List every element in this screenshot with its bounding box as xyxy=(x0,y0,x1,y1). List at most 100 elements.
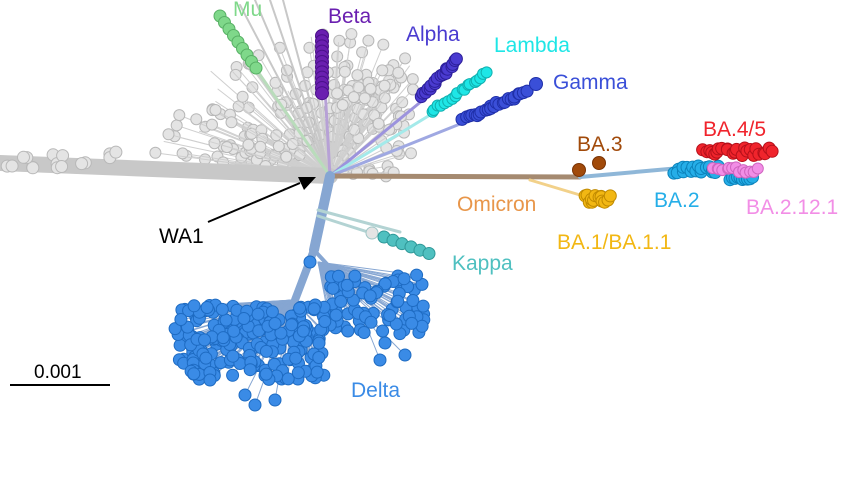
delta-node xyxy=(168,322,182,336)
gray-branch xyxy=(239,4,331,177)
gray-leaf-node xyxy=(372,117,385,130)
delta-node xyxy=(378,336,392,350)
delta-node xyxy=(391,294,405,308)
delta-branch xyxy=(317,261,356,277)
gray-leaf-node xyxy=(280,150,293,163)
delta-node xyxy=(237,312,251,325)
omicron-trunk xyxy=(327,173,583,180)
mu-node xyxy=(249,61,263,75)
gray-leaf-node xyxy=(254,140,267,153)
kappa-branch xyxy=(316,208,402,234)
delta-node xyxy=(259,367,273,381)
delta-node xyxy=(259,344,273,358)
label-wa1: WA1 xyxy=(159,225,204,248)
gray-branch xyxy=(329,71,346,177)
gray-leaf-node xyxy=(17,150,30,164)
gray-leaf-node xyxy=(345,28,358,40)
gray-leaf-node xyxy=(362,34,375,47)
delta-node xyxy=(248,398,262,412)
gray-branch xyxy=(217,88,331,177)
gray-leaf-node xyxy=(405,147,417,160)
kappa-node xyxy=(365,226,379,240)
gray-leaf-node xyxy=(75,157,89,171)
gray-branch xyxy=(329,96,355,177)
beta-node xyxy=(315,86,329,101)
delta-node xyxy=(357,326,371,339)
alpha-node xyxy=(449,52,463,66)
delta-node xyxy=(334,295,348,308)
delta-node xyxy=(405,316,419,330)
label-kappa: Kappa xyxy=(452,252,513,275)
gray-leaf-node xyxy=(170,119,183,132)
wa1-arrow xyxy=(207,177,316,223)
gray-leaf-node xyxy=(173,109,186,122)
label-beta: Beta xyxy=(328,5,372,28)
scale-bar: 0.001 xyxy=(10,362,110,386)
alpha-branch xyxy=(328,98,425,178)
delta-node xyxy=(348,269,362,283)
ba2121-node xyxy=(751,162,764,175)
gray-leaf-node xyxy=(358,92,371,105)
gray-leaf-node xyxy=(376,64,389,77)
delta-node xyxy=(376,324,390,338)
delta-node xyxy=(268,317,282,330)
ba3-node xyxy=(592,156,606,170)
delta-node xyxy=(410,268,424,282)
delta-node xyxy=(203,373,217,387)
delta-node xyxy=(329,308,343,322)
delta-node xyxy=(265,305,279,319)
delta-node xyxy=(363,289,377,303)
delta-node xyxy=(378,277,392,291)
delta-node xyxy=(219,313,233,327)
delta-node xyxy=(364,315,378,329)
label-ba2: BA.2 xyxy=(654,189,700,212)
gray-leaf-node xyxy=(286,138,299,150)
delta-node xyxy=(332,269,345,283)
gray-leaf-node xyxy=(236,90,249,103)
gray-leaf-node xyxy=(206,118,218,131)
label-alpha: Alpha xyxy=(406,23,460,46)
delta-node xyxy=(238,388,252,402)
gray-leaf-node xyxy=(333,34,346,47)
gray-leaf-node xyxy=(55,160,69,173)
delta-node xyxy=(310,365,324,379)
gamma-node xyxy=(529,77,543,91)
gray-leaf-node xyxy=(377,38,390,51)
label-lambda: Lambda xyxy=(494,34,570,57)
gray-leaf-node xyxy=(347,91,360,104)
gray-branch xyxy=(329,129,355,177)
scale-bar-label: 0.001 xyxy=(34,362,82,383)
gray-leaf-node xyxy=(162,128,175,141)
label-ba1: BA.1/BA.1.1 xyxy=(557,231,671,254)
label-ba45: BA.4/5 xyxy=(703,118,766,141)
delta-node xyxy=(187,299,201,313)
label-mu: Mu xyxy=(233,0,262,21)
lambda-branch xyxy=(328,113,432,178)
delta-node xyxy=(312,336,326,350)
delta-node xyxy=(216,331,230,345)
delta-node xyxy=(312,351,326,364)
gray-leaf-node xyxy=(190,113,203,126)
delta-branch xyxy=(317,261,424,307)
gray-branch xyxy=(329,97,366,177)
lambda-node xyxy=(480,66,493,79)
delta-node xyxy=(397,272,411,286)
gray-leaf-node xyxy=(378,92,391,104)
label-ba3: BA.3 xyxy=(577,133,623,156)
gray-branch xyxy=(232,71,331,177)
delta-node xyxy=(389,317,403,331)
delta-node xyxy=(318,315,332,328)
gray-leaf-node xyxy=(56,149,70,163)
delta-node xyxy=(174,313,188,326)
delta-branch xyxy=(317,261,405,280)
delta-node xyxy=(303,255,317,269)
delta-node xyxy=(416,299,430,313)
delta-node xyxy=(296,324,310,338)
gray-leaf-node xyxy=(392,66,405,79)
delta-node xyxy=(341,324,355,338)
gamma-branch xyxy=(328,118,472,178)
ba2-branch xyxy=(578,166,682,179)
gray-leaf-node xyxy=(338,65,351,78)
gray-branch xyxy=(269,0,331,177)
